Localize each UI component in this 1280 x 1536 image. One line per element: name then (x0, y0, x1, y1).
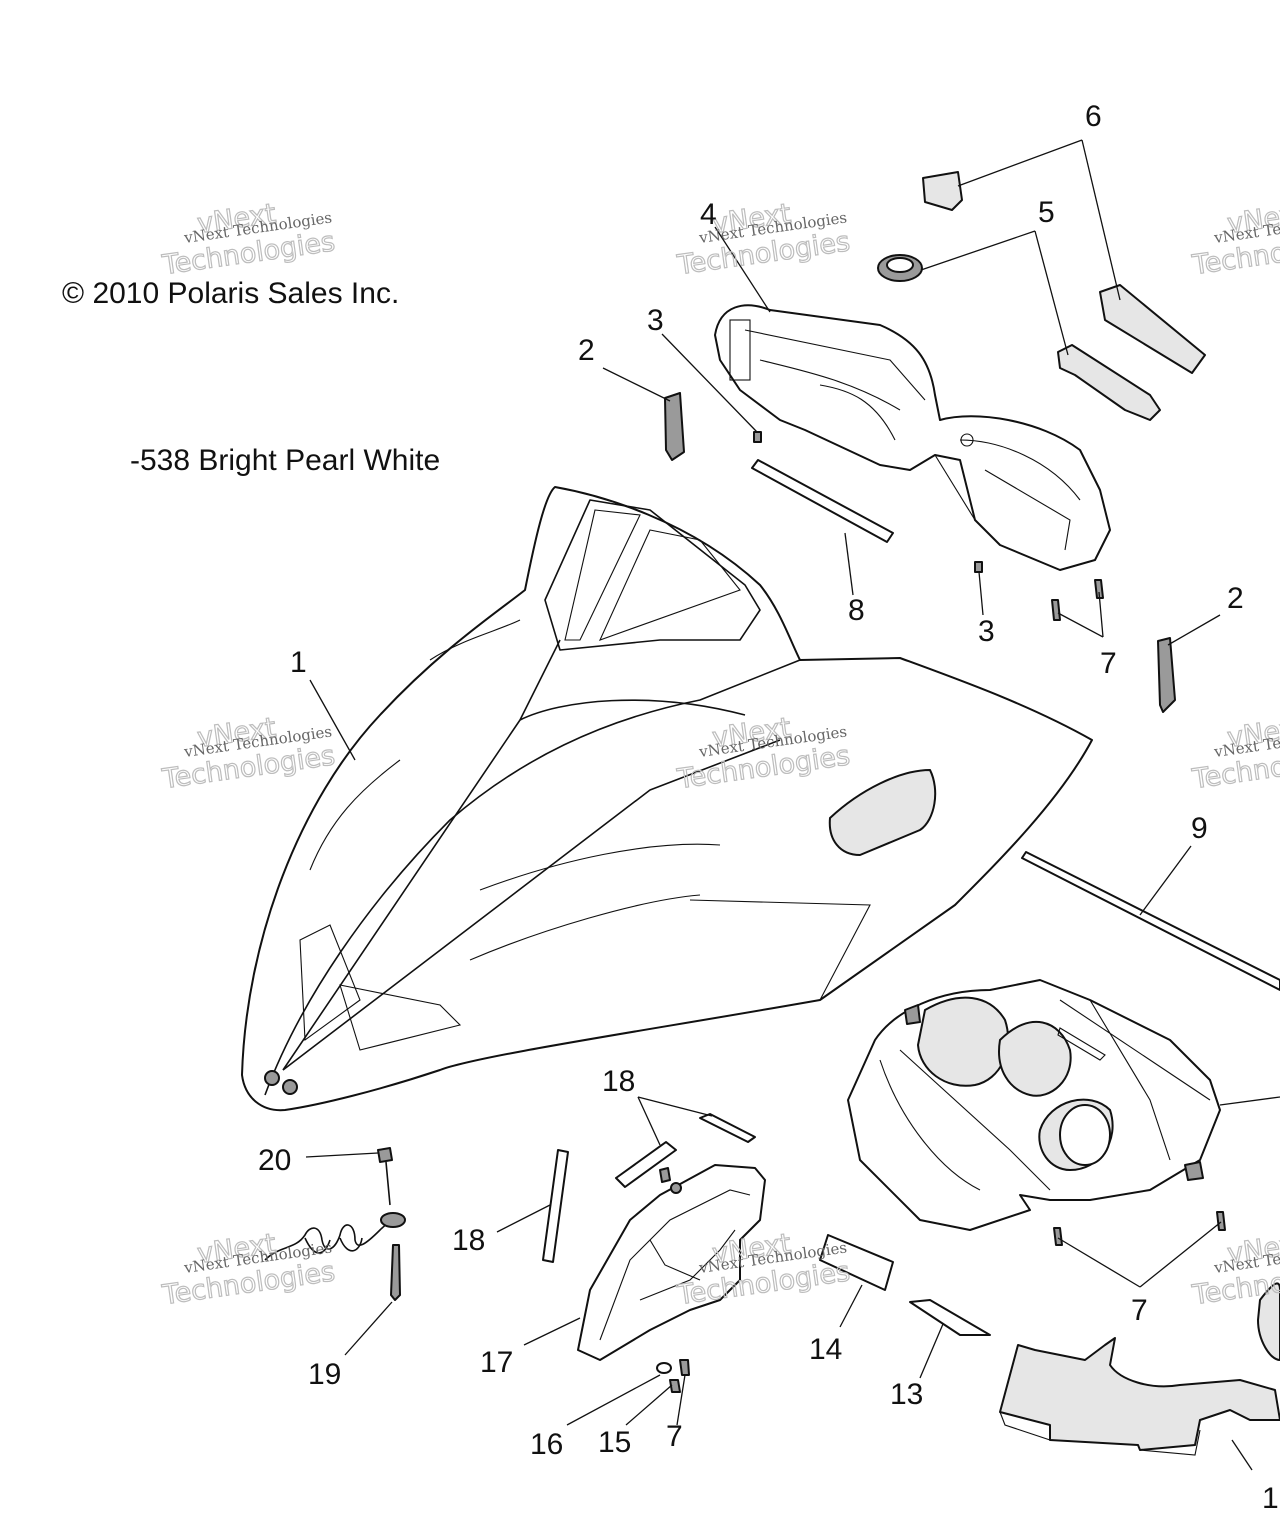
callout-13: 13 (890, 1378, 923, 1411)
callout-7: 7 (1131, 1294, 1148, 1327)
callout-6: 6 (1085, 100, 1102, 133)
copyright-text: © 2010 Polaris Sales Inc. (62, 277, 399, 310)
callout-15: 15 (598, 1426, 631, 1459)
callout-2: 2 (1227, 582, 1244, 615)
callout-20: 20 (258, 1144, 291, 1177)
fasteners (656, 431, 1226, 1393)
part-5-grommet (877, 254, 1161, 421)
console-assembly (847, 979, 1221, 1231)
callout-16: 16 (530, 1428, 563, 1461)
part-2-clip (664, 392, 1176, 713)
callout-3: 3 (647, 304, 664, 337)
callout-4: 4 (700, 198, 717, 231)
callout-19: 19 (308, 1358, 341, 1391)
part-9-strip (1021, 851, 1280, 991)
callouts: 6 5 4 3 2 8 3 7 2 1 9 18 20 18 7 14 17 1… (258, 100, 1280, 1515)
part-8-strip (751, 459, 894, 543)
callout-3: 3 (978, 615, 995, 648)
callout-8: 8 (848, 594, 865, 627)
part-17-side-panel (577, 1164, 766, 1361)
callout-14: 14 (809, 1333, 842, 1366)
callout-9: 9 (1191, 812, 1208, 845)
callout-5: 5 (1038, 196, 1055, 229)
part-6-trim (922, 171, 1206, 374)
callout-7: 7 (1100, 647, 1117, 680)
callout-17: 17 (480, 1346, 513, 1379)
callout-18: 18 (602, 1065, 635, 1098)
callout-7: 7 (666, 1420, 683, 1453)
decals (542, 1113, 991, 1336)
callout-12: 12 (1262, 1482, 1280, 1515)
part-4-dash-panel (714, 304, 1111, 571)
callout-2: 2 (578, 334, 595, 367)
part-1-hood (241, 486, 1093, 1112)
part-12-pad (999, 1282, 1280, 1456)
callout-1: 1 (290, 646, 307, 679)
callout-18: 18 (452, 1224, 485, 1257)
color-note: -538 Bright Pearl White (130, 444, 440, 477)
part-19-20-harness (264, 1147, 406, 1301)
leader-lines (305, 139, 1280, 1471)
